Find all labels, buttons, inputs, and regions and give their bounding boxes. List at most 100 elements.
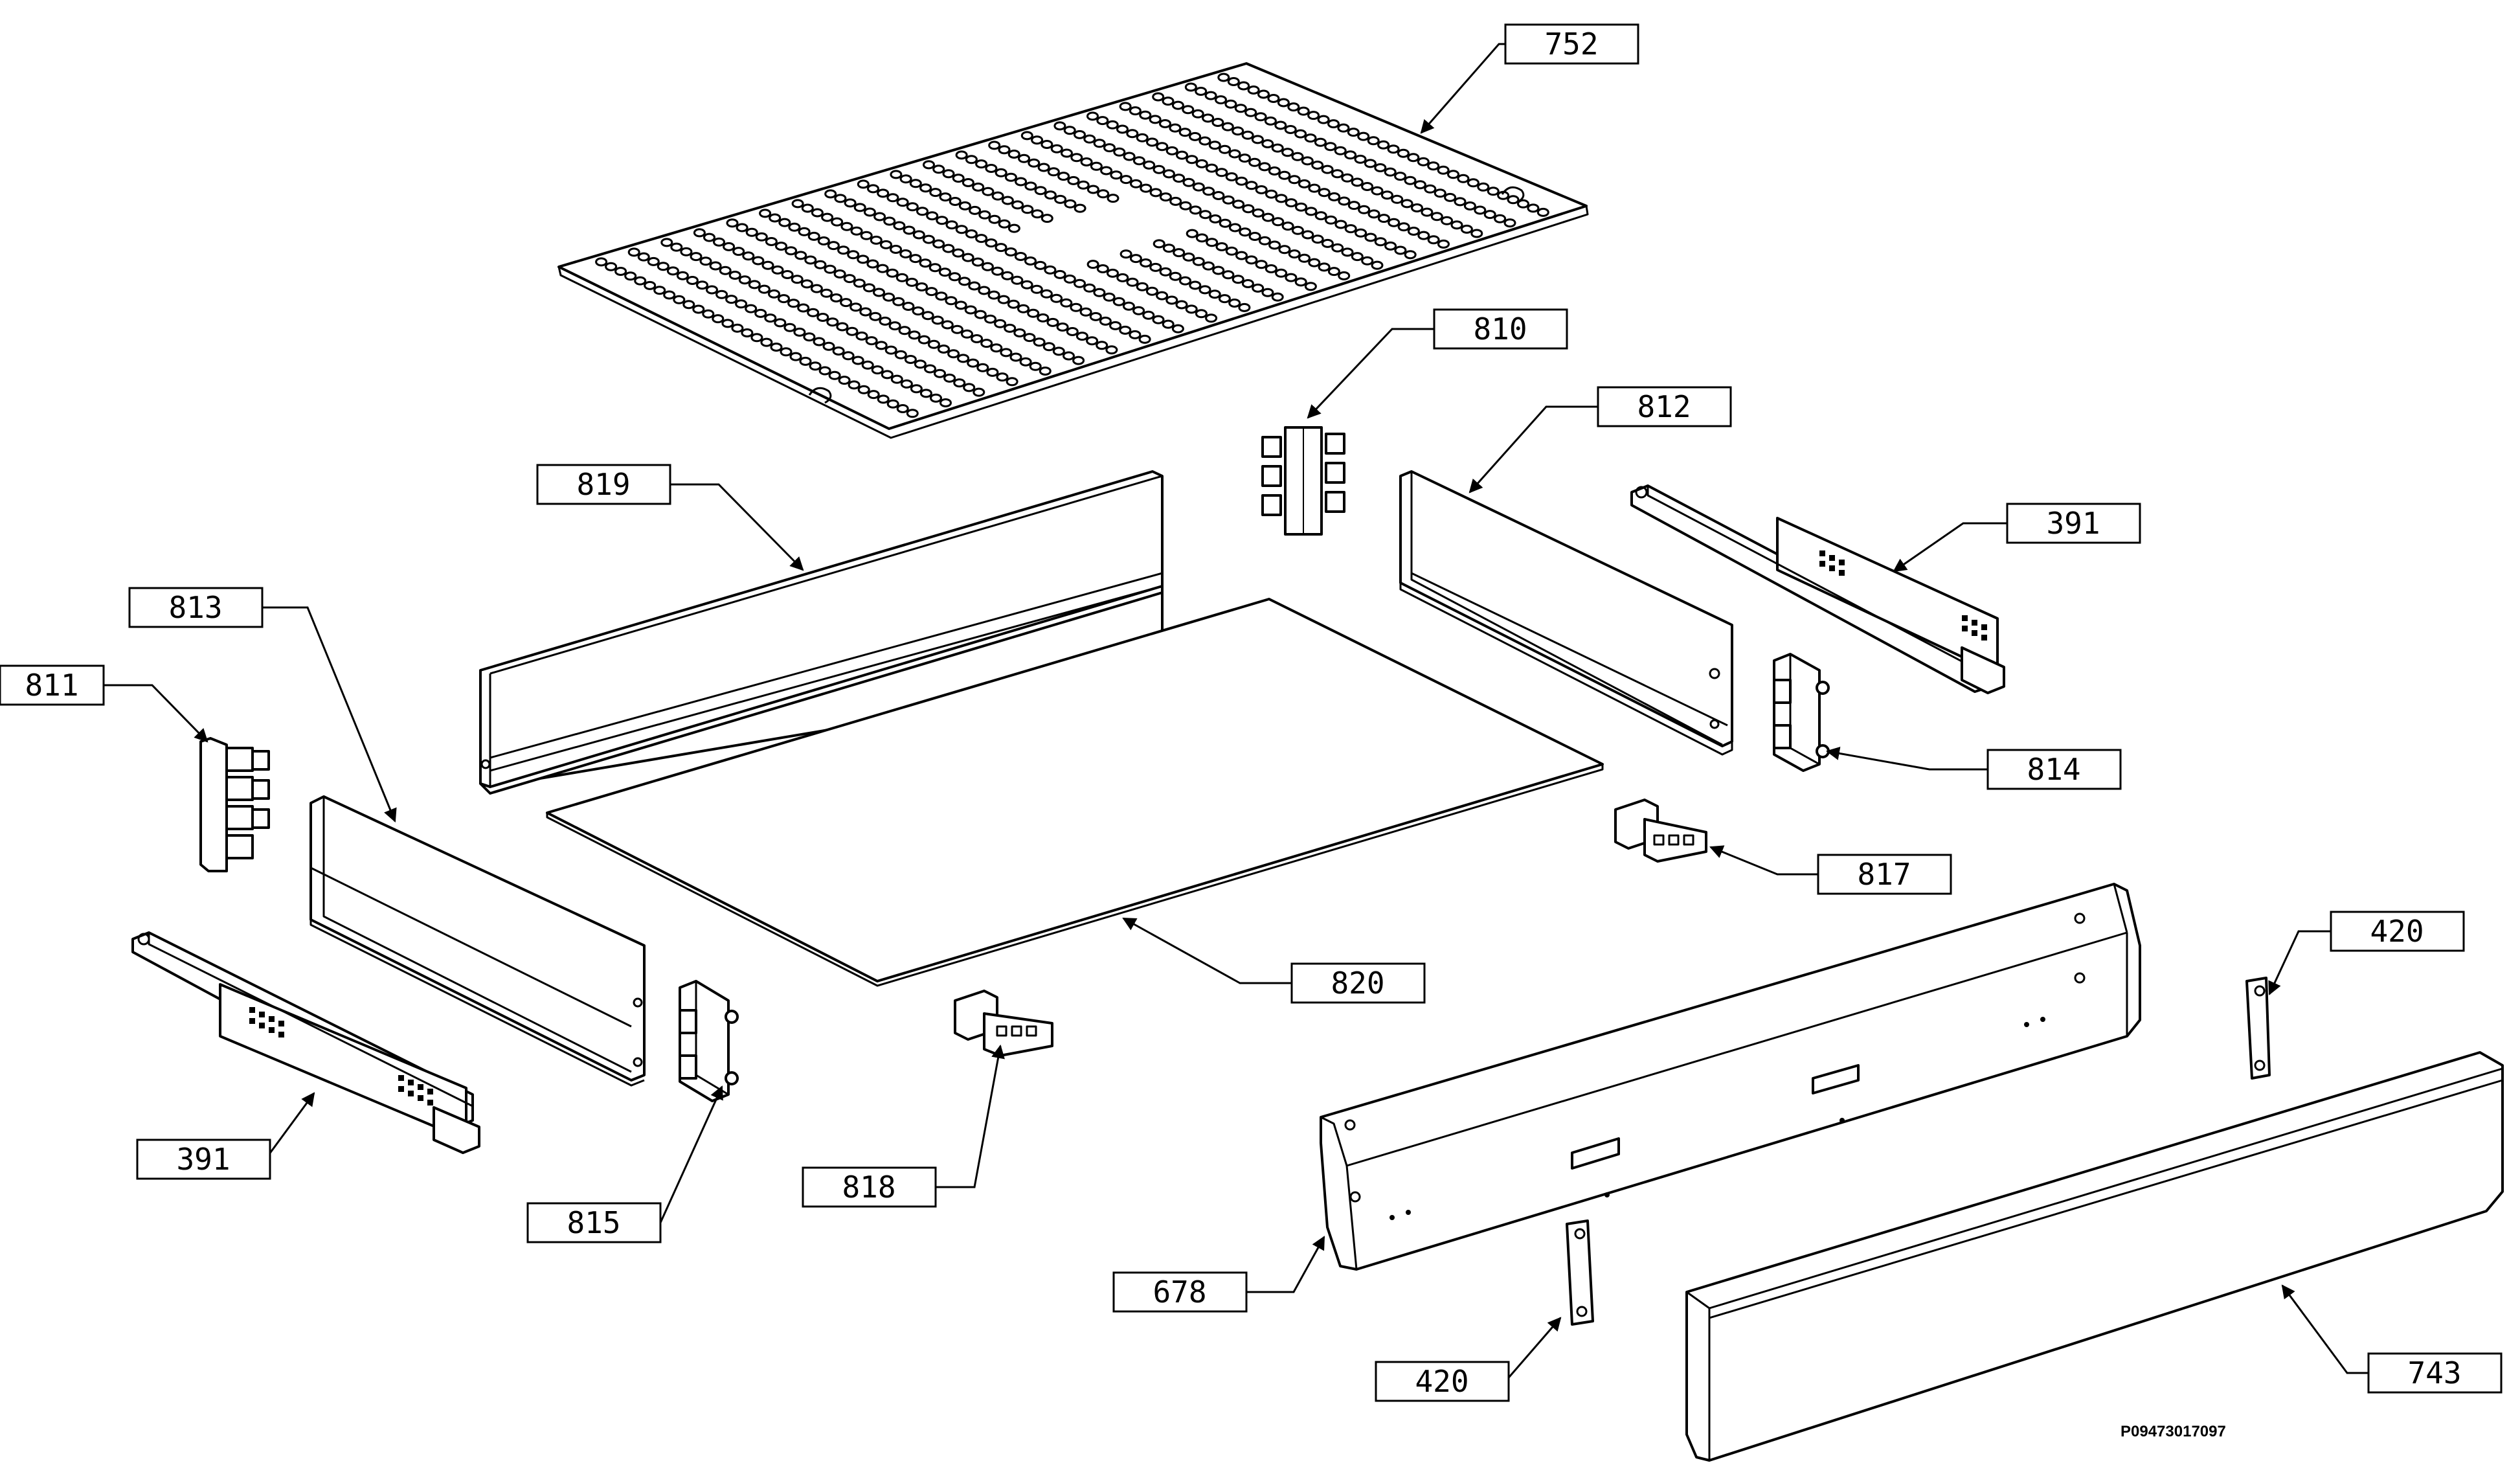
perforation-hole	[1096, 116, 1109, 126]
perforation-hole	[832, 346, 845, 356]
document-code: P09473017097	[2121, 1423, 2226, 1440]
perforation-hole	[1041, 140, 1053, 149]
perforation-hole	[912, 230, 925, 240]
perforation-hole	[814, 260, 827, 269]
perforation-hole	[614, 267, 627, 276]
perforation-hole	[1112, 297, 1125, 306]
perforation-hole	[995, 168, 1007, 177]
perforation-hole	[1265, 264, 1277, 273]
perforation-hole	[997, 295, 1010, 304]
perforation-hole	[797, 303, 810, 313]
perforation-hole	[680, 247, 693, 256]
svg-text:752: 752	[1544, 27, 1598, 62]
perforation-hole	[1107, 194, 1119, 203]
perforation-hole	[1407, 227, 1420, 236]
perforation-hole	[1228, 299, 1241, 308]
perforation-hole	[721, 319, 734, 328]
perforation-hole	[941, 320, 954, 330]
perforation-hole	[1165, 146, 1178, 155]
perforation-hole	[1294, 277, 1307, 287]
perforation-hole	[1287, 102, 1300, 112]
perforation-hole	[888, 321, 901, 331]
perforation-hole	[1004, 247, 1017, 256]
perforation-hole	[1347, 128, 1360, 137]
perforation-hole	[1334, 146, 1347, 155]
perforation-hole	[1467, 178, 1479, 188]
perforation-hole	[1153, 239, 1165, 249]
perforation-hole	[1191, 109, 1204, 119]
perforation-hole	[1437, 239, 1450, 249]
perforation-hole	[1261, 139, 1274, 148]
perforation-hole	[971, 334, 984, 343]
perforation-hole	[1397, 222, 1410, 232]
perforation-hole	[919, 258, 932, 268]
perforation-hole	[1046, 317, 1059, 327]
perforation-hole	[1413, 180, 1426, 190]
perforation-hole	[670, 242, 683, 252]
perforation-hole	[860, 231, 873, 240]
svg-text:743: 743	[2407, 1355, 2461, 1390]
perforation-hole	[1149, 115, 1162, 124]
perforation-hole	[759, 209, 772, 218]
perforation-hole	[1017, 304, 1029, 313]
perforation-hole	[824, 189, 837, 199]
part-label-813: 813	[128, 587, 264, 628]
perforation-hole	[857, 385, 870, 394]
perforation-hole	[1364, 232, 1377, 242]
perforation-hole	[1241, 279, 1254, 288]
part-clip-811	[199, 737, 270, 872]
perforation-hole	[769, 213, 782, 223]
perforation-hole	[1361, 182, 1374, 191]
perforation-hole	[1331, 169, 1344, 179]
perforation-hole	[791, 275, 804, 284]
perforation-hole	[1334, 220, 1347, 229]
perforation-hole	[1063, 351, 1075, 361]
perforation-hole	[906, 409, 919, 418]
perforation-hole	[765, 237, 778, 246]
perforation-hole	[1119, 102, 1132, 111]
perforation-hole	[1047, 167, 1060, 177]
perforation-hole	[818, 366, 831, 376]
perforation-hole	[900, 379, 913, 389]
perforation-hole	[1011, 275, 1024, 285]
perforation-hole	[1437, 165, 1450, 175]
perforation-hole	[1100, 166, 1113, 176]
perforation-hole	[840, 298, 853, 308]
perforation-hole	[1145, 286, 1158, 296]
perforation-hole	[834, 194, 847, 203]
perforation-hole	[1086, 260, 1099, 269]
perforation-hole	[1278, 170, 1291, 180]
perforation-hole	[855, 331, 868, 341]
perforation-hole	[1427, 235, 1440, 245]
perforation-hole	[886, 268, 899, 278]
perforation-hole	[1460, 224, 1473, 234]
perforation-hole	[1430, 212, 1443, 221]
perforation-hole	[1060, 298, 1073, 308]
part-label-752: 752	[1504, 23, 1639, 65]
perforation-hole	[879, 316, 892, 326]
perforation-hole	[947, 349, 960, 359]
perforation-hole	[1517, 199, 1529, 209]
perforation-hole	[1257, 89, 1270, 99]
perforation-hole	[1235, 251, 1248, 260]
perforation-hole	[965, 155, 978, 164]
perforation-hole	[1391, 194, 1404, 204]
perforation-hole	[663, 290, 676, 300]
part-rail-813	[309, 795, 646, 1087]
perforation-hole	[1304, 133, 1317, 143]
perforation-hole	[1097, 189, 1110, 199]
perforation-hole	[1268, 240, 1281, 250]
perforation-hole	[837, 245, 850, 255]
perforation-hole	[899, 249, 912, 258]
perforation-hole	[1169, 196, 1182, 206]
perforation-hole	[1275, 194, 1288, 203]
perforation-hole	[1033, 337, 1046, 347]
perforation-hole	[1357, 131, 1370, 141]
perforation-hole	[1248, 232, 1261, 241]
perforation-hole	[1080, 157, 1093, 166]
perforation-hole	[972, 182, 985, 192]
perforation-hole	[1093, 139, 1106, 148]
part-clip-810	[1261, 426, 1345, 536]
perforation-hole	[1041, 214, 1053, 223]
